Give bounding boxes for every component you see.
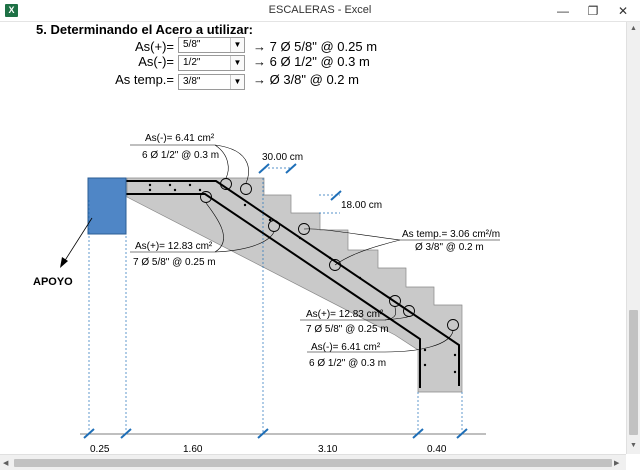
vertical-scroll-thumb[interactable] [629, 310, 638, 435]
stair-concrete [126, 177, 463, 393]
as-positive-label: As(+)= [134, 39, 174, 54]
support-label: APOYO [33, 276, 73, 288]
scroll-down-icon[interactable]: ▼ [630, 442, 637, 449]
callout-underlines [130, 144, 500, 353]
as-temp-label: As temp.= [115, 72, 174, 87]
callout5-line2: 6 Ø 1/2" @ 0.3 m [309, 358, 386, 369]
window-title: ESCALERAS - Excel [268, 4, 372, 16]
dim-bottom-support: 0.40 [427, 444, 447, 454]
dimension-ticks [83, 163, 468, 439]
title-bar: X ESCALERAS - Excel — ❐ ✕ [0, 0, 640, 22]
dim-landing: 1.60 [183, 444, 203, 454]
rebar-bottom [95, 193, 421, 388]
arrow-head-icon [60, 257, 68, 268]
excel-icon: X [5, 4, 18, 17]
minimize-button[interactable]: — [557, 4, 569, 18]
as-temp-dropdown[interactable]: 3/8" ▼ [178, 74, 245, 90]
chevron-down-icon[interactable]: ▼ [230, 75, 244, 89]
rebar-dots [148, 183, 457, 374]
riser-dimension: 18.00 cm [341, 200, 382, 211]
as-positive-result: → 7 Ø 5/8" @ 0.25 m [253, 39, 378, 54]
as-negative-value: 1/2" [183, 57, 201, 68]
leader-lines [205, 144, 454, 353]
support-block [87, 177, 127, 235]
as-negative-dropdown[interactable]: 1/2" ▼ [178, 55, 245, 71]
restore-button[interactable]: ❐ [587, 4, 599, 18]
support-arrow [63, 217, 93, 263]
callout2-line2: 7 Ø 5/8" @ 0.25 m [133, 257, 216, 268]
scroll-up-icon[interactable]: ▲ [630, 25, 637, 32]
callout2-line1: As(+)= 12.83 cm² [135, 241, 213, 252]
callout3-line1: As temp.= 3.06 cm²/m [402, 229, 500, 240]
vertical-scrollbar[interactable]: ▲ ▼ [626, 22, 640, 454]
callout3-line2: Ø 3/8" @ 0.2 m [415, 242, 484, 253]
callout5-line1: As(-)= 6.41 cm² [311, 342, 381, 353]
worksheet-area: 5. Determinando el Acero a utilizar: As(… [0, 22, 626, 454]
as-negative-label: As(-)= [138, 54, 174, 69]
horizontal-scroll-thumb[interactable] [14, 459, 612, 467]
callout-circles [200, 178, 459, 331]
chevron-down-icon[interactable]: ▼ [230, 56, 244, 70]
callout1-line1: As(-)= 6.41 cm² [145, 133, 215, 144]
as-temp-result: → Ø 3/8" @ 0.2 m [253, 72, 359, 87]
scroll-left-icon[interactable]: ◀ [3, 460, 9, 467]
callout1-line2: 6 Ø 1/2" @ 0.3 m [142, 150, 219, 161]
close-button[interactable]: ✕ [617, 4, 629, 18]
as-positive-dropdown[interactable]: 5/8" ▼ [178, 37, 245, 53]
callout4-line1: As(+)= 12.83 cm² [306, 309, 384, 320]
chevron-down-icon[interactable]: ▼ [230, 38, 244, 52]
callout4-line2: 7 Ø 5/8" @ 0.25 m [306, 324, 389, 335]
horizontal-scrollbar[interactable]: ◀ ▶ [0, 454, 626, 470]
scroll-right-icon[interactable]: ▶ [614, 460, 620, 467]
section-title: 5. Determinando el Acero a utilizar: [36, 22, 253, 37]
dim-flight: 3.10 [318, 444, 338, 454]
tread-dimension: 30.00 cm [262, 152, 303, 163]
dim-support-width: 0.25 [90, 444, 110, 454]
as-positive-value: 5/8" [183, 39, 201, 50]
stair-reinforcement-diagram: As(-)= 6.41 cm² 6 Ø 1/2" @ 0.3 m As(+)= … [33, 133, 500, 454]
as-temp-value: 3/8" [183, 76, 201, 87]
as-negative-result: → 6 Ø 1/2" @ 0.3 m [253, 54, 370, 69]
